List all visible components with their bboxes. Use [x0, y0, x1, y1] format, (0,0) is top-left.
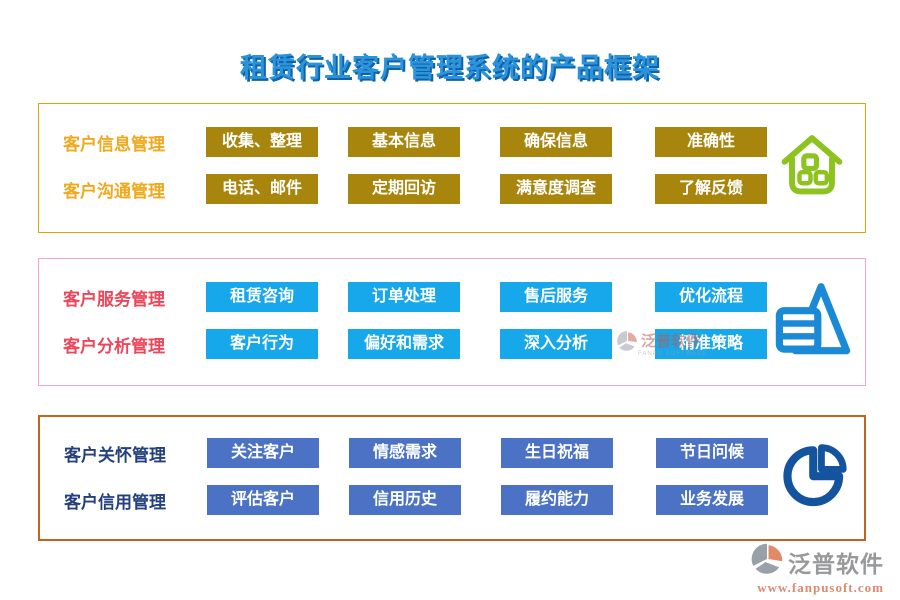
brand-footer: 泛普软件 www.fanpusoft.com: [750, 543, 884, 596]
chip: 生日祝福: [501, 438, 613, 468]
chip: 节日问候: [656, 438, 768, 468]
chip: 准确性: [655, 127, 767, 157]
chip: 深入分析: [500, 329, 612, 359]
pie-chart-icon: [782, 438, 850, 519]
section-customer-service: 客户服务管理 租赁咨询 订单处理 售后服务 优化流程 客户分析管理 客户行为 偏…: [38, 258, 866, 386]
chip: 确保信息: [500, 127, 612, 157]
row-customer-analysis-management: 客户分析管理 客户行为 偏好和需求 深入分析 精准策略: [39, 329, 865, 359]
row-label: 客户信息管理: [63, 134, 165, 154]
chip: 业务发展: [656, 485, 768, 515]
chip: 信用历史: [349, 485, 461, 515]
chip: 售后服务: [500, 282, 612, 312]
brand-url: www.fanpusoft.com: [757, 580, 884, 595]
row-customer-care-management: 客户关怀管理 关注客户 情感需求 生日祝福 节日问候: [40, 438, 864, 468]
brand-name: 泛普软件: [788, 551, 884, 577]
chip: 评估客户: [207, 485, 319, 515]
chip: 订单处理: [348, 282, 460, 312]
chip: 定期回访: [348, 174, 460, 204]
chip: 情感需求: [349, 438, 461, 468]
chip: 租赁咨询: [206, 282, 318, 312]
section-customer-info: 客户信息管理 收集、整理 基本信息 确保信息 准确性 客户沟通管理 电话、邮件 …: [38, 103, 866, 233]
chip: 客户行为: [206, 329, 318, 359]
brand-logo-icon: [750, 543, 784, 580]
row-label: 客户服务管理: [63, 289, 165, 309]
row-label: 客户分析管理: [63, 336, 165, 356]
chip: 了解反馈: [655, 174, 767, 204]
row-label: 客户信用管理: [64, 492, 166, 512]
chip: 收集、整理: [206, 127, 318, 157]
row-customer-credit-management: 客户信用管理 评估客户 信用历史 履约能力 业务发展: [40, 485, 864, 515]
row-label: 客户沟通管理: [63, 181, 165, 201]
chip: 偏好和需求: [348, 329, 460, 359]
chip: 履约能力: [501, 485, 613, 515]
chip: 关注客户: [207, 438, 319, 468]
chip: 基本信息: [348, 127, 460, 157]
row-customer-communication-management: 客户沟通管理 电话、邮件 定期回访 满意度调查 了解反馈: [39, 174, 865, 204]
chip: 优化流程: [655, 282, 767, 312]
row-customer-info-management: 客户信息管理 收集、整理 基本信息 确保信息 准确性: [39, 127, 865, 157]
chip: 满意度调查: [500, 174, 612, 204]
section-customer-care: 客户关怀管理 关注客户 情感需求 生日祝福 节日问候 客户信用管理 评估客户 信…: [38, 415, 866, 541]
row-label: 客户关怀管理: [64, 445, 166, 465]
page-title: 租赁行业客户管理系统的产品框架: [240, 53, 660, 83]
home-icon: [775, 125, 849, 212]
chip: 电话、邮件: [206, 174, 318, 204]
row-customer-service-management: 客户服务管理 租赁咨询 订单处理 售后服务 优化流程: [39, 282, 865, 312]
chip: 精准策略: [655, 329, 767, 359]
pyramid-chart-icon: [773, 277, 853, 368]
